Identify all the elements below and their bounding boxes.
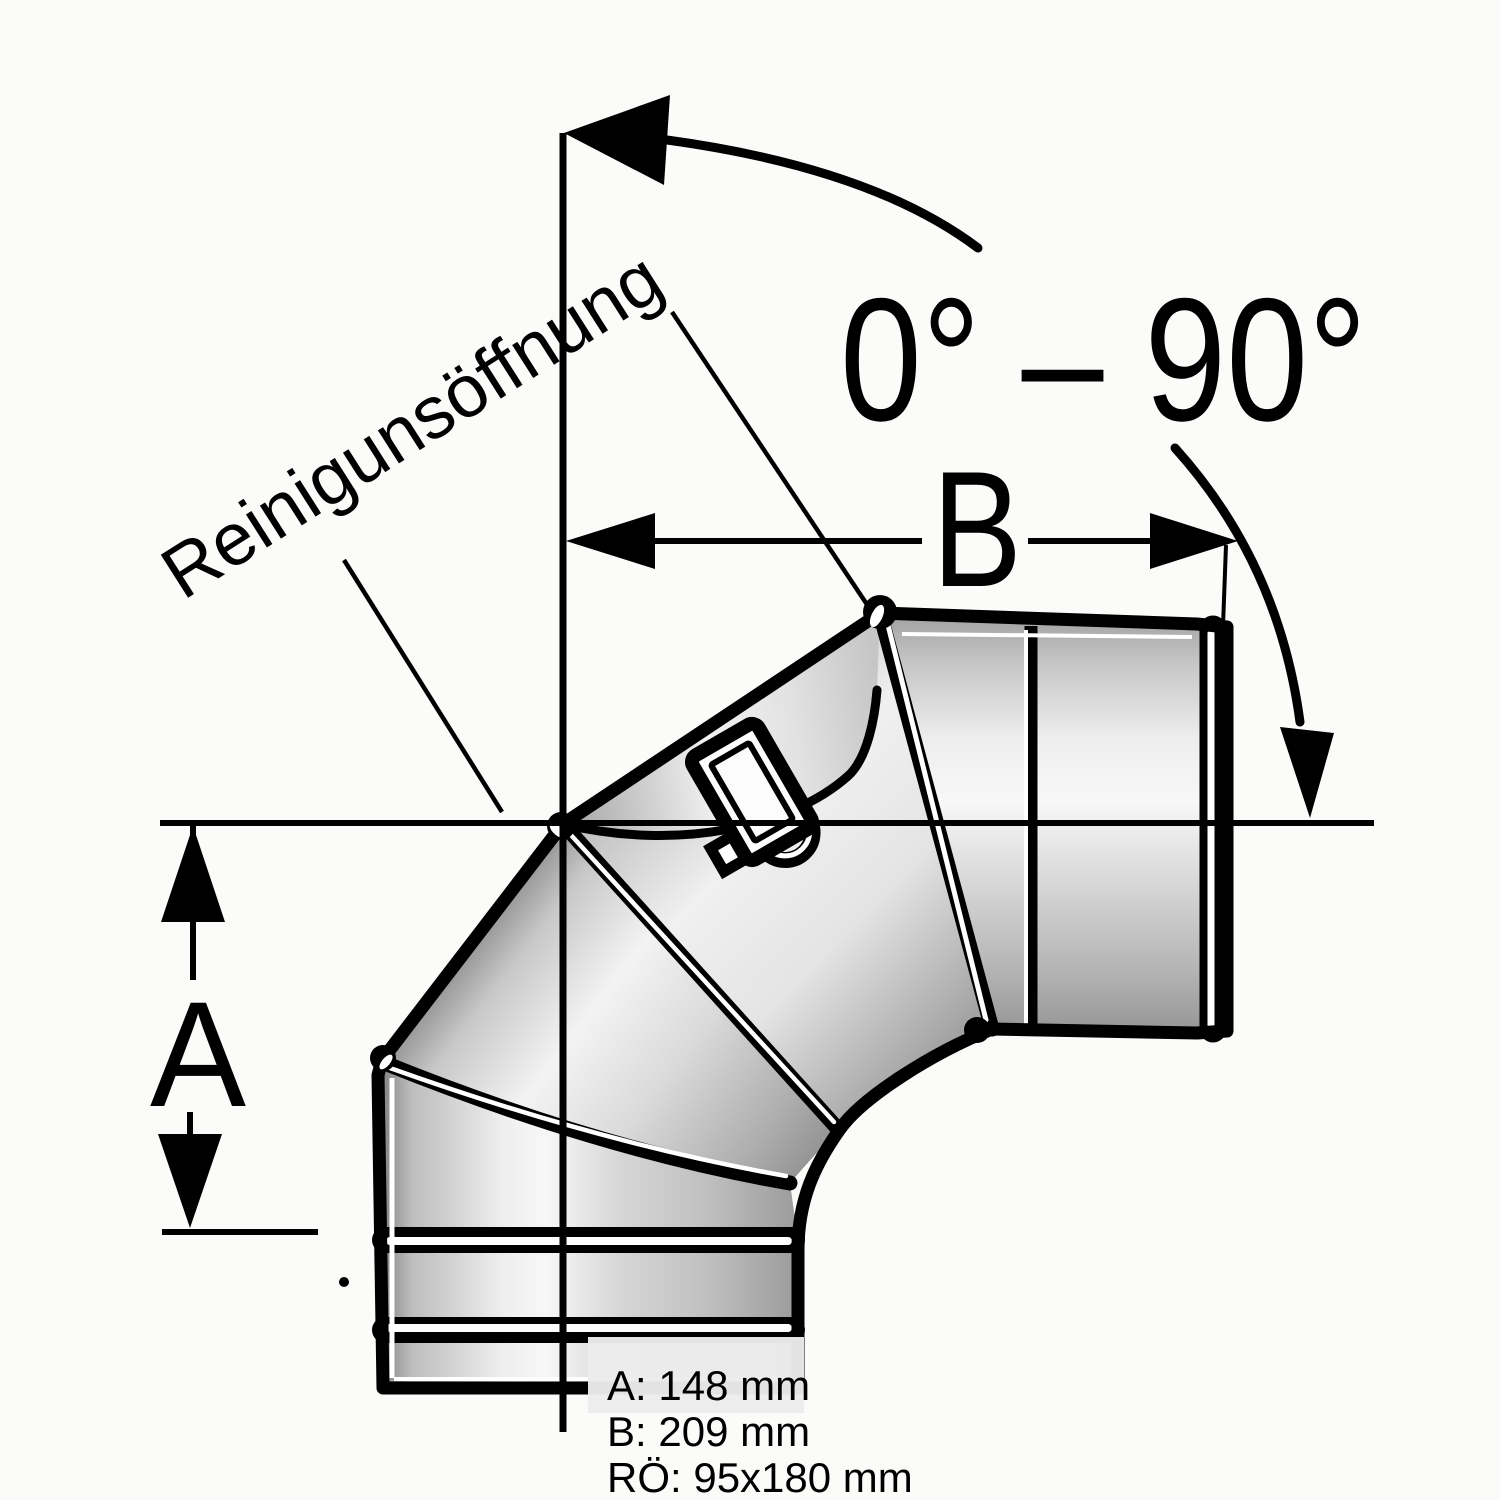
joint-knuckles [370,595,990,1071]
seam-outlet-middle [1024,626,1038,1030]
dimension-b: B [566,437,1238,621]
saddle-curve [558,685,882,840]
elbow-bottom-segment [378,1062,798,1388]
pipe-elbow [370,595,1234,1395]
rotation-arc-upper [662,135,983,253]
leader-line-left [342,558,504,814]
cleaning-opening-label: Reinigunsöffnung [147,236,676,615]
highlight-outlet-top [901,632,1193,639]
rotation-arc [564,95,1334,818]
spec-panel-background-lower [588,1413,828,1500]
construction-lines [160,133,1374,1432]
seam-bottom-to-middle [374,1054,798,1191]
leader-line-right [670,310,874,614]
dimension-a-label: A [150,970,246,1138]
rotation-arrow-down-icon [1280,727,1334,818]
spec-panel-background [588,1337,804,1413]
spec-line-a: A: 148 mm [607,1362,810,1409]
dimension-b-arrow-right-icon [1150,513,1238,569]
socket-ring-lower [372,1317,805,1343]
dimension-b-extension-line [1219,544,1228,681]
socket-ring-upper [372,1227,805,1253]
flap-door-inner [708,740,796,844]
spec-line-b: B: 209 mm [607,1408,810,1455]
angle-range-label: 0° – 90° [840,263,1367,458]
dimension-b-arrow-left-icon [566,513,655,569]
dimension-a-arrow-up-icon [161,826,225,922]
rotation-arc-lower [1170,443,1305,727]
outlet-end-cap [1199,615,1227,1043]
rotation-arrow-up-icon [564,95,670,185]
seam-middle-to-cleaning [555,816,846,1137]
spec-line-ro: RÖ: 95x180 mm [607,1454,913,1500]
cleaning-flap [685,716,821,880]
stray-dot [339,1277,349,1287]
elbow-outline [371,606,1234,1395]
dimension-a: A [150,826,318,1235]
dimension-b-label: B [932,437,1022,621]
dimension-a-arrow-down-icon [158,1134,222,1228]
elbow-cleaning-segment [563,613,992,1129]
spec-panel: A: 148 mm B: 209 mm RÖ: 95x180 mm [588,1337,913,1500]
